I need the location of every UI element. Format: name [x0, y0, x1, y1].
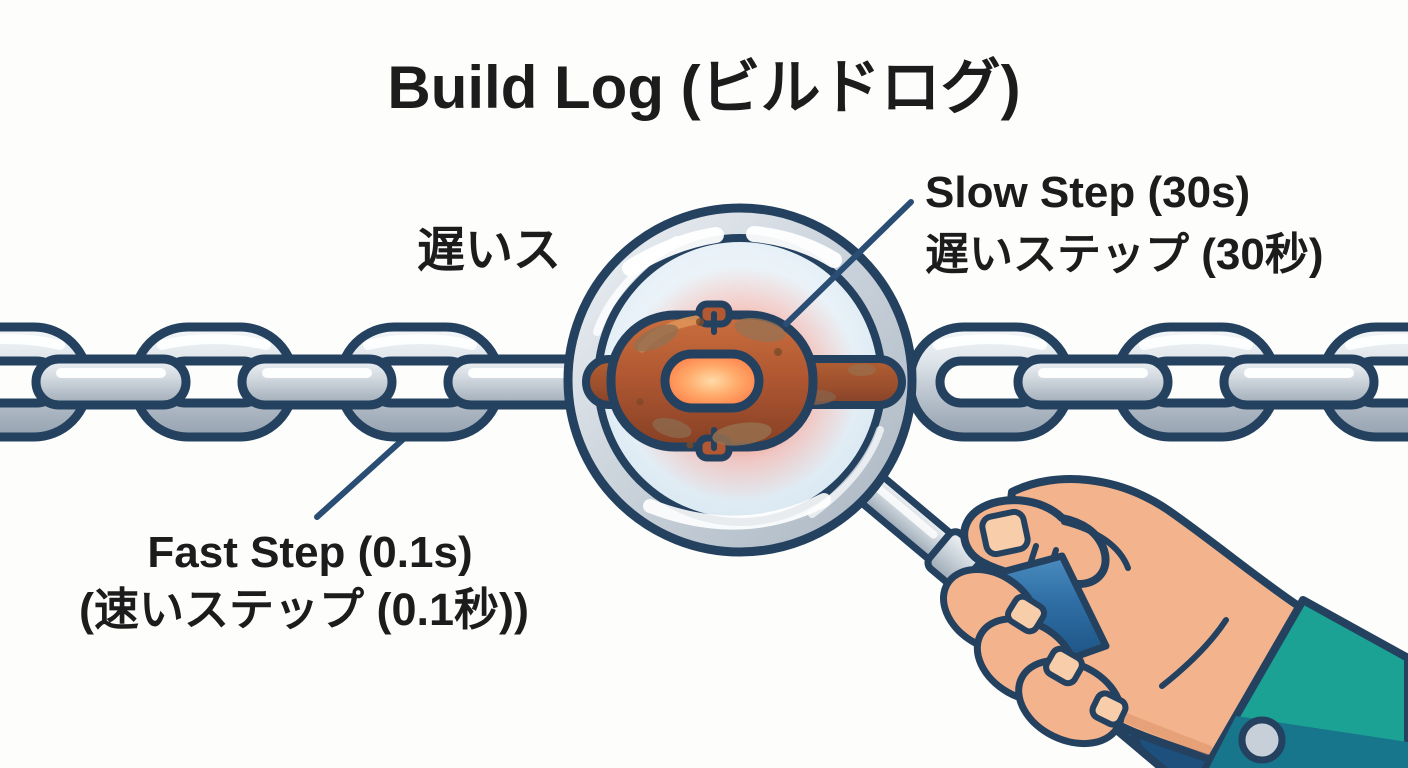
rusty-weak-link — [606, 300, 818, 462]
slow-step-callout-line — [783, 199, 914, 327]
finger-nail — [1043, 645, 1085, 687]
chain-connector — [242, 359, 392, 405]
finger-nail — [1005, 593, 1047, 635]
sleeve — [1202, 596, 1408, 768]
chain-connector — [1224, 359, 1374, 405]
fast-step-label-jp: (速いステップ (0.1秒)) — [79, 584, 529, 635]
thumb-nail — [979, 508, 1031, 558]
chain-right — [910, 327, 1408, 437]
finger-nail — [1089, 690, 1129, 728]
slow-step-label-jp: 遅いステップ (30秒) — [925, 230, 1323, 279]
partial-label: 遅いス — [417, 224, 561, 277]
fast-step-label-en: Fast Step (0.1s) — [147, 528, 472, 577]
lens-highlights — [593, 226, 884, 530]
fast-step-callout-line — [314, 431, 412, 520]
cuff-button — [1238, 716, 1286, 764]
chain-connector — [1018, 359, 1168, 405]
chain-connector — [36, 359, 186, 405]
slow-step-label-en: Slow Step (30s) — [925, 168, 1250, 217]
hand — [940, 475, 1304, 764]
page-title: Build Log (ビルドログ) — [387, 54, 1020, 121]
